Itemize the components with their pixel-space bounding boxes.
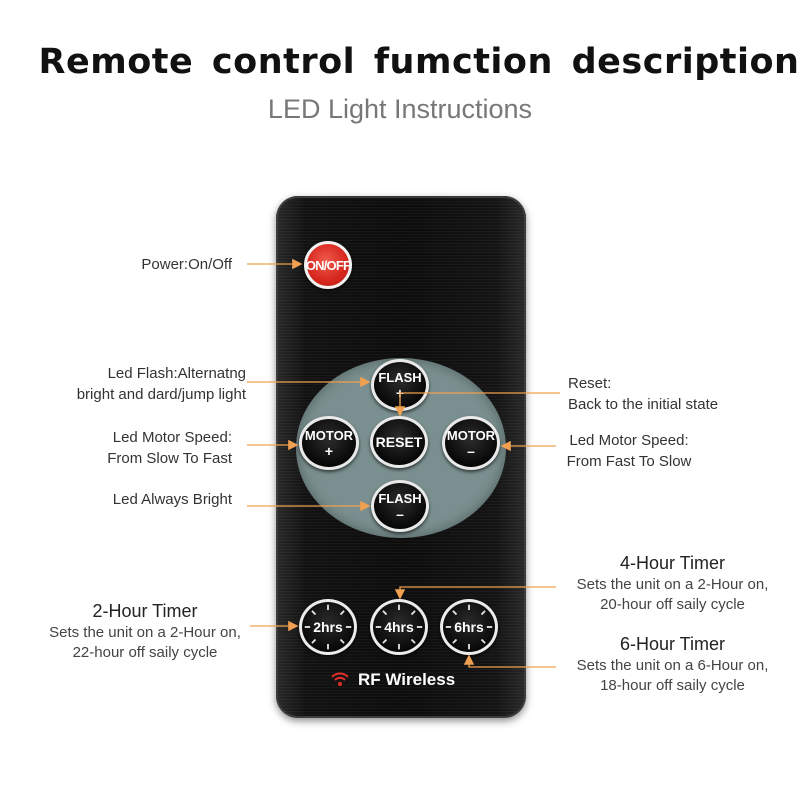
callout-line: Led Motor Speed: — [112, 429, 232, 446]
callout-line: bright and dard/jump light — [76, 386, 246, 403]
callout-line: 20-hour off saily cycle — [600, 596, 745, 613]
callout-line: Sets the unit on a 6-Hour on, — [576, 657, 769, 674]
callout-line: Led Flash:Alternatng — [107, 365, 246, 382]
clock-ticks-icon — [375, 604, 423, 650]
flash-plus-label: FLASH — [378, 369, 422, 385]
motor-plus-label: MOTOR — [304, 427, 354, 443]
timer-4hrs-button[interactable]: 4hrs — [370, 599, 428, 655]
minus-symbol: – — [467, 442, 475, 459]
callout-timer-4: 4-Hour Timer Sets the unit on a 2-Hour o… — [555, 551, 790, 615]
motor-minus-button[interactable]: MOTOR – — [442, 416, 500, 470]
page-subtitle: LED Light Instructions — [267, 94, 533, 124]
callout-motor-speed-left: Led Motor Speed: From Slow To Fast — [20, 427, 232, 469]
clock-ticks-icon — [445, 604, 493, 650]
wireless-signal-icon — [331, 672, 349, 686]
callout-line: Reset: — [568, 375, 612, 392]
minus-symbol: – — [396, 505, 404, 522]
flash-plus-button[interactable]: FLASH + — [371, 359, 429, 411]
callout-power: Power:On/Off — [141, 256, 232, 273]
callout-line: Led Motor Speed: — [569, 432, 689, 449]
callout-line: 22-hour off saily cycle — [72, 644, 218, 661]
timer-4hrs-label: 4hrs — [384, 619, 414, 635]
plus-symbol: + — [324, 442, 334, 459]
flash-minus-label: FLASH — [378, 490, 422, 506]
rf-wireless-label: RF Wireless — [358, 670, 456, 689]
flash-minus-button[interactable]: FLASH – — [371, 480, 429, 532]
timer-4-title: 4-Hour Timer — [619, 553, 726, 573]
power-button[interactable]: ON/OFF — [304, 241, 352, 289]
callout-reset: Reset: Back to the initial state — [568, 373, 788, 415]
timer-2-title: 2-Hour Timer — [92, 601, 198, 621]
timer-2hrs-label: 2hrs — [313, 619, 343, 635]
callout-always-bright: Led Always Bright — [112, 491, 232, 508]
callout-line: Sets the unit on a 2-Hour on, — [49, 624, 241, 641]
callout-line: Sets the unit on a 2-Hour on, — [576, 576, 769, 593]
callout-timer-2: 2-Hour Timer Sets the unit on a 2-Hour o… — [20, 599, 270, 663]
callout-timer-6: 6-Hour Timer Sets the unit on a 6-Hour o… — [555, 632, 790, 696]
timer-6hrs-button[interactable]: 6hrs — [440, 599, 498, 655]
callout-line: From Slow To Fast — [107, 450, 232, 467]
clock-ticks-icon — [304, 604, 352, 650]
callout-line: 18-hour off saily cycle — [600, 677, 745, 694]
timer-2hrs-button[interactable]: 2hrs — [299, 599, 357, 655]
motor-minus-label: MOTOR — [446, 427, 496, 443]
callout-flash-alternating: Led Flash:Alternatng bright and dard/jum… — [20, 363, 246, 405]
timer-6-title: 6-Hour Timer — [619, 634, 726, 654]
callout-motor-speed-right: Led Motor Speed: From Fast To Slow — [558, 430, 700, 472]
plus-symbol: + — [395, 384, 405, 401]
motor-plus-button[interactable]: MOTOR + — [299, 416, 359, 470]
power-button-label: ON/OFF — [305, 257, 351, 273]
timer-6hrs-label: 6hrs — [454, 619, 484, 635]
callout-line: From Fast To Slow — [566, 453, 692, 470]
callout-line: Back to the initial state — [568, 396, 719, 413]
reset-label: RESET — [375, 434, 423, 450]
rf-wireless-badge: RF Wireless — [330, 668, 480, 692]
reset-button[interactable]: RESET — [370, 416, 428, 468]
page-title: Remote control fumction description — [38, 42, 800, 82]
